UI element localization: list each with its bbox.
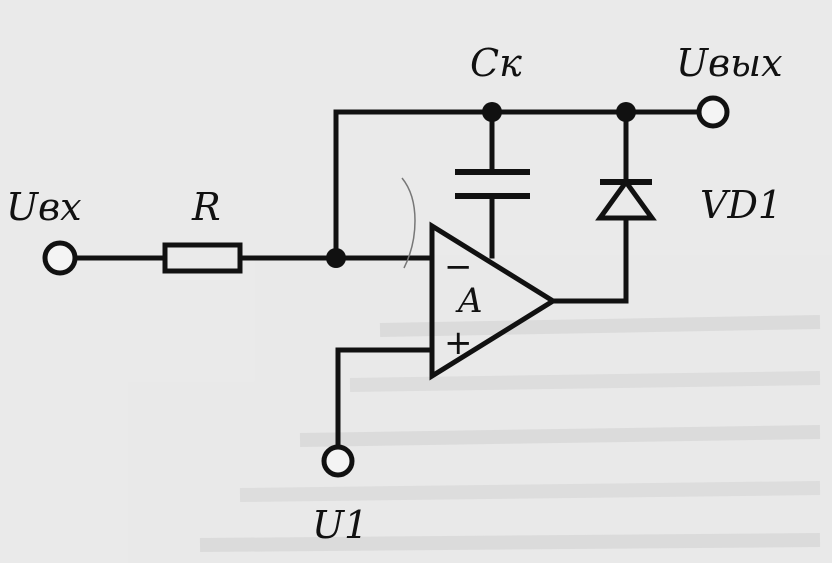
junction-node-output <box>616 102 636 122</box>
reference-terminal <box>321 444 355 478</box>
output-terminal <box>696 95 730 129</box>
label-input: Uвх <box>6 185 82 229</box>
label-output: Uвых <box>676 41 783 85</box>
opamp-body <box>429 221 558 381</box>
label-resistor: R <box>191 185 221 229</box>
label-capacitor: Cк <box>470 41 522 85</box>
junction-node-capacitor <box>482 102 502 122</box>
stray-mark <box>401 177 416 269</box>
input-terminal <box>42 240 78 276</box>
junction-node-summing <box>326 248 346 268</box>
label-reference: U1 <box>312 503 368 547</box>
label-diode: VD1 <box>700 183 782 227</box>
label-opamp: A <box>455 281 483 321</box>
label-noninverting-sign: + <box>444 323 473 363</box>
label-inverting-sign: − <box>444 247 473 287</box>
